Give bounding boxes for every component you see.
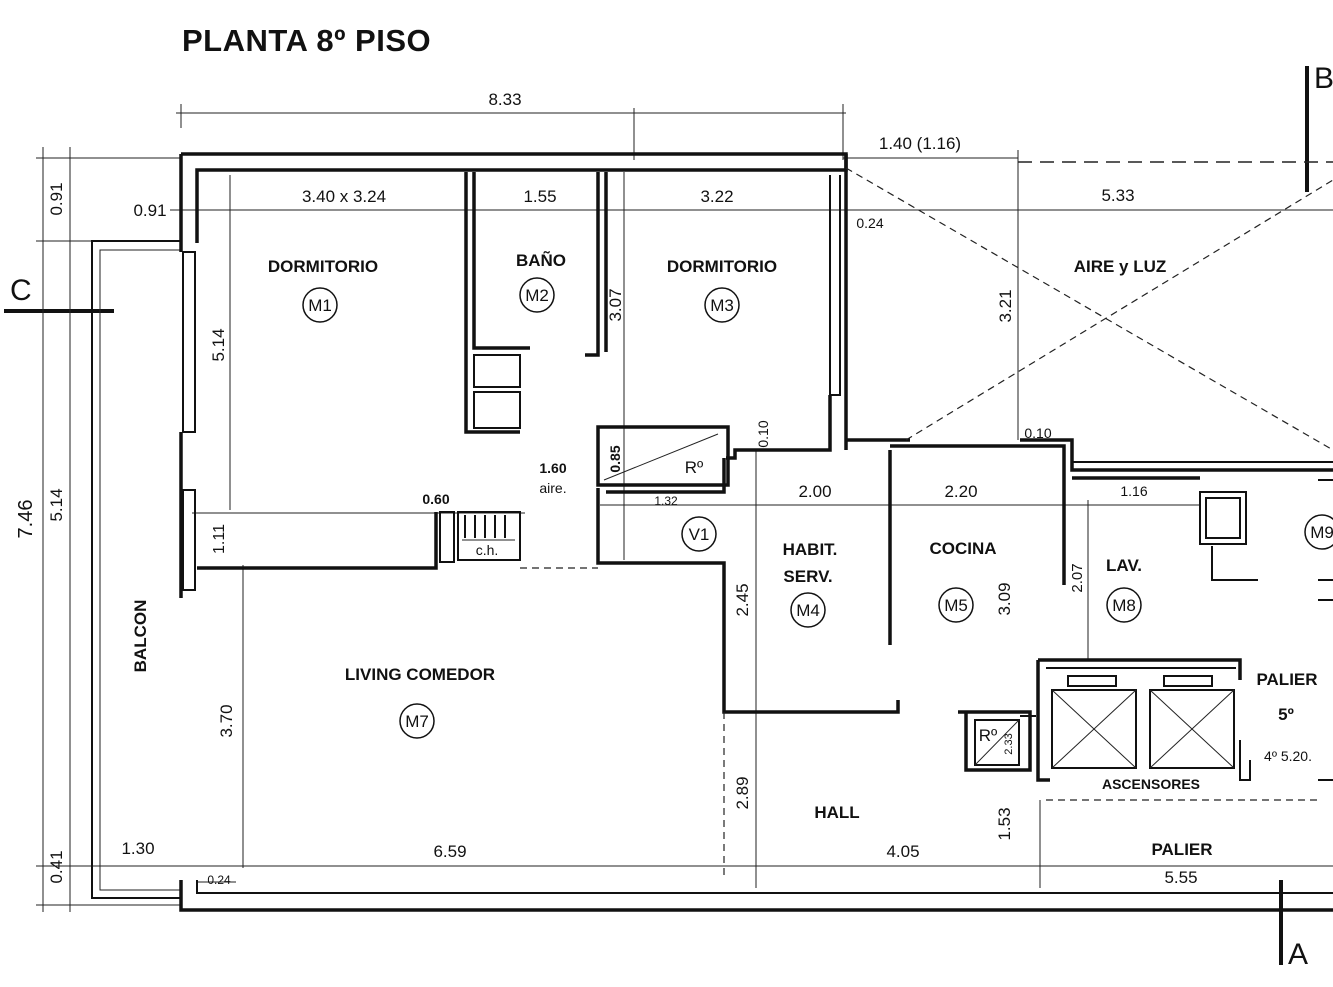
- room-tag-m7: M7: [405, 712, 429, 731]
- exterior-walls: [179, 152, 1333, 912]
- dim-dorm-height: 5.14: [209, 328, 228, 361]
- rp2-label: Rº: [979, 726, 998, 745]
- dim-hall: 4.05: [886, 842, 919, 861]
- dim-132: 1.32: [654, 494, 678, 508]
- dim-dormitorio-2: 3.22: [700, 187, 733, 206]
- palier-note: 4º 5.20.: [1264, 748, 1312, 764]
- dim-left-514: 5.14: [47, 488, 66, 521]
- room-tag-v1: V1: [689, 525, 710, 544]
- dim-notch: 1.40 (1.16): [879, 134, 961, 153]
- room-label-aire-luz: AIRE y LUZ: [1074, 257, 1167, 276]
- room-label-bano: BAÑO: [516, 250, 566, 270]
- room-tag-m3: M3: [710, 296, 734, 315]
- room-label-balcon: BALCON: [131, 600, 150, 673]
- dim-left-total: 7.46: [15, 500, 37, 539]
- interior-walls: [197, 172, 1333, 880]
- room-label-serv: SERV.: [783, 567, 832, 586]
- dim-024-top: 0.24: [856, 215, 883, 231]
- air-light-shaft: [845, 167, 1333, 451]
- dim-palier-lower: 5.55: [1164, 868, 1197, 887]
- room-tag-m4: M4: [796, 601, 820, 620]
- room-label-palier-lower: PALIER: [1151, 840, 1212, 859]
- dim-aire-luz: 5.33: [1101, 186, 1134, 205]
- room-label-ascensores: ASCENSORES: [1102, 776, 1200, 792]
- dim-habit-serv: 2.00: [798, 482, 831, 501]
- balcony: [91, 240, 181, 899]
- dim-309: 3.09: [995, 582, 1014, 615]
- rp-label: Rº: [685, 458, 704, 477]
- section-c-label: C: [10, 274, 32, 307]
- ch-label: c.h.: [476, 542, 499, 558]
- dim-321: 3.21: [996, 289, 1015, 322]
- dim-balcon: 1.30: [121, 839, 154, 858]
- room-tag-m2: M2: [525, 286, 549, 305]
- dim-010-top: 0.10: [1024, 425, 1051, 441]
- section-mark-c: C: [4, 274, 114, 313]
- aire-label: aire.: [539, 480, 566, 496]
- room-label-hall: HALL: [814, 803, 859, 822]
- dim-153: 1.53: [995, 807, 1014, 840]
- dim-left-091: 0.91: [47, 182, 66, 215]
- room-tag-m5: M5: [944, 596, 968, 615]
- room-label-dormitorio-1: DORMITORIO: [268, 257, 378, 276]
- palier-level: 5º: [1278, 705, 1294, 724]
- dim-289: 2.89: [733, 776, 752, 809]
- dim-left-041: 0.41: [47, 850, 66, 883]
- room-tag-m1: M1: [308, 296, 332, 315]
- room-label-dormitorio-2: DORMITORIO: [667, 257, 777, 276]
- dim-091-horizontal: 0.91: [133, 201, 166, 220]
- aire-dim: 1.60: [539, 460, 566, 476]
- room-label-lav: LAV.: [1106, 556, 1142, 575]
- room-label-cocina: COCINA: [929, 539, 996, 558]
- room-tags: [302, 277, 1333, 739]
- room-tag-m9: M9: [1310, 523, 1333, 542]
- dim-111: 1.11: [211, 524, 228, 554]
- dim-lav: 1.16: [1120, 483, 1147, 499]
- dim-024-bottom: 0.24: [207, 873, 231, 887]
- room-label-living: LIVING COMEDOR: [345, 665, 495, 684]
- dim-370: 3.70: [217, 704, 236, 737]
- dim-overall-width: 8.33: [488, 90, 521, 109]
- dim-010: 0.10: [755, 420, 771, 447]
- room-tag-m8: M8: [1112, 596, 1136, 615]
- dim-bano: 1.55: [523, 187, 556, 206]
- section-b-label: B: [1314, 62, 1333, 95]
- plan-title: PLANTA 8º PISO: [182, 23, 431, 58]
- dim-233: 2.33: [1003, 733, 1015, 754]
- dim-dormitorio-1: 3.40 x 3.24: [302, 187, 386, 206]
- section-mark-b: B: [1305, 62, 1333, 192]
- dim-living: 6.59: [433, 842, 466, 861]
- dim-307: 3.07: [606, 288, 625, 321]
- dim-060: 0.60: [422, 491, 449, 507]
- room-label-habit: HABIT.: [783, 540, 838, 559]
- room-label-palier-upper: PALIER: [1256, 670, 1317, 689]
- dimension-lines: [36, 104, 1333, 912]
- dim-245: 2.45: [733, 583, 752, 616]
- section-a-label: A: [1288, 938, 1308, 971]
- dim-207: 2.07: [1069, 563, 1086, 592]
- dim-085: 0.85: [607, 445, 623, 472]
- dim-cocina: 2.20: [944, 482, 977, 501]
- section-mark-a: A: [1279, 880, 1308, 971]
